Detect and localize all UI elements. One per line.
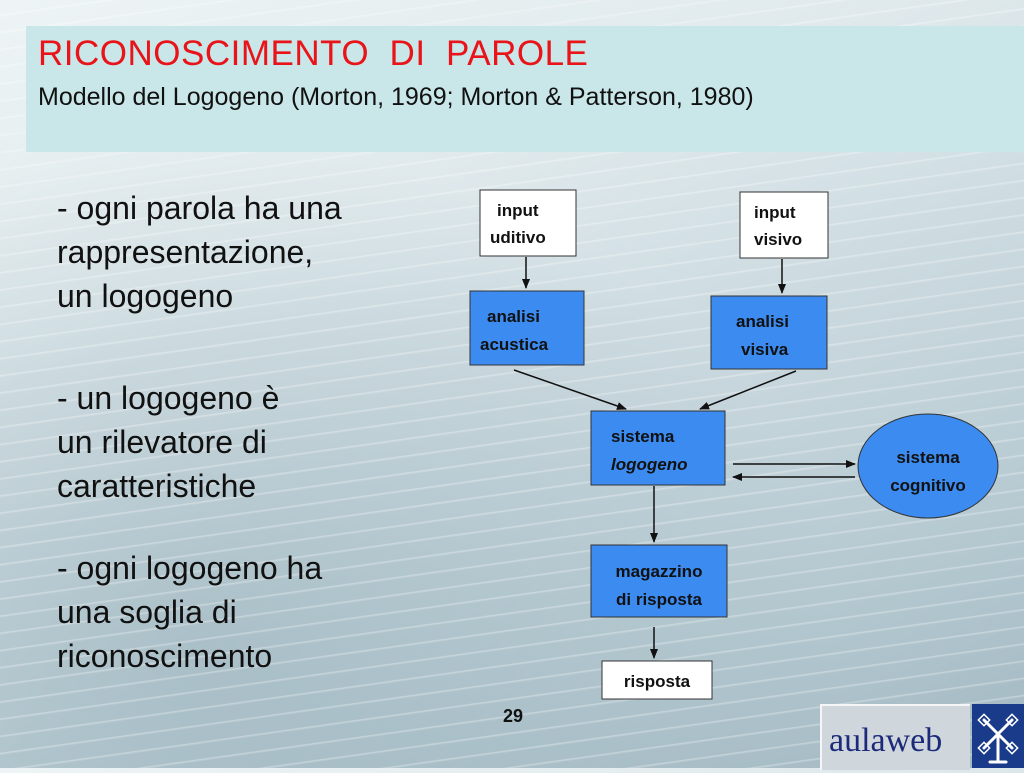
analisi-acustica-box	[469, 290, 585, 366]
sistema-logogeno-line-1: sistema	[611, 427, 675, 446]
slide-title: RICONOSCIMENTO DI PAROLE	[38, 34, 589, 73]
sistema-logogeno-line-2: logogeno	[611, 455, 687, 474]
bullet-3-line-3: riconoscimento	[57, 638, 273, 674]
slide-subtitle: Modello del Logogeno (Morton, 1969; Mort…	[38, 83, 754, 111]
analisi-visiva-line-1: analisi	[736, 312, 789, 331]
magazzino-risposta-box	[590, 544, 728, 618]
bullet-2-line-1: - un logogeno è	[57, 380, 280, 416]
bullet-1-line-1: - ogni parola ha una	[57, 190, 342, 226]
sistema-cognitivo-line-2: cognitivo	[890, 476, 966, 495]
risposta-label: risposta	[624, 672, 691, 691]
windmill-icon	[972, 704, 1024, 768]
aulaweb-logo-text: aulaweb	[829, 722, 943, 759]
analisi-visiva-line-2: visiva	[741, 340, 789, 359]
bullet-3-line-2: una soglia di	[57, 594, 237, 630]
bullet-3-line-1: - ogni logogeno ha	[57, 550, 323, 586]
bullet-2-line-2: un rilevatore di	[57, 424, 267, 460]
magazzino-line-2: di risposta	[616, 590, 703, 609]
bullet-2-line-3: caratteristiche	[57, 468, 257, 504]
sistema-logogeno-box	[590, 410, 726, 486]
magazzino-line-1: magazzino	[616, 562, 703, 581]
bullet-1: - ogni parola ha una rappresentazione, u…	[57, 186, 342, 318]
sistema-cognitivo-ellipse	[857, 413, 999, 519]
input-visivo-box	[739, 191, 829, 259]
input-uditivo-line-1: input	[497, 201, 539, 220]
arrow-acustica-to-logogeno	[513, 369, 627, 410]
input-uditivo-line-2: uditivo	[490, 228, 546, 247]
input-visivo-line-1: input	[754, 203, 796, 222]
title-band	[26, 26, 1024, 152]
sistema-cognitivo-line-1: sistema	[896, 448, 960, 467]
risposta-box	[601, 660, 713, 700]
analisi-acustica-line-2: acustica	[480, 335, 549, 354]
bullet-1-line-2: rappresentazione,	[57, 234, 314, 270]
analisi-visiva-box	[710, 295, 828, 370]
bullet-2: - un logogeno è un rilevatore di caratte…	[57, 376, 279, 508]
input-visivo-line-2: visivo	[754, 230, 802, 249]
page-number: 29	[503, 706, 524, 726]
arrow-visiva-to-logogeno	[699, 370, 797, 410]
analisi-acustica-line-1: analisi	[487, 307, 540, 326]
input-uditivo-box	[479, 189, 577, 257]
bullet-1-line-3: un logogeno	[57, 278, 234, 314]
bullet-3: - ogni logogeno ha una soglia di riconos…	[57, 546, 322, 678]
logo-panel	[820, 704, 970, 770]
